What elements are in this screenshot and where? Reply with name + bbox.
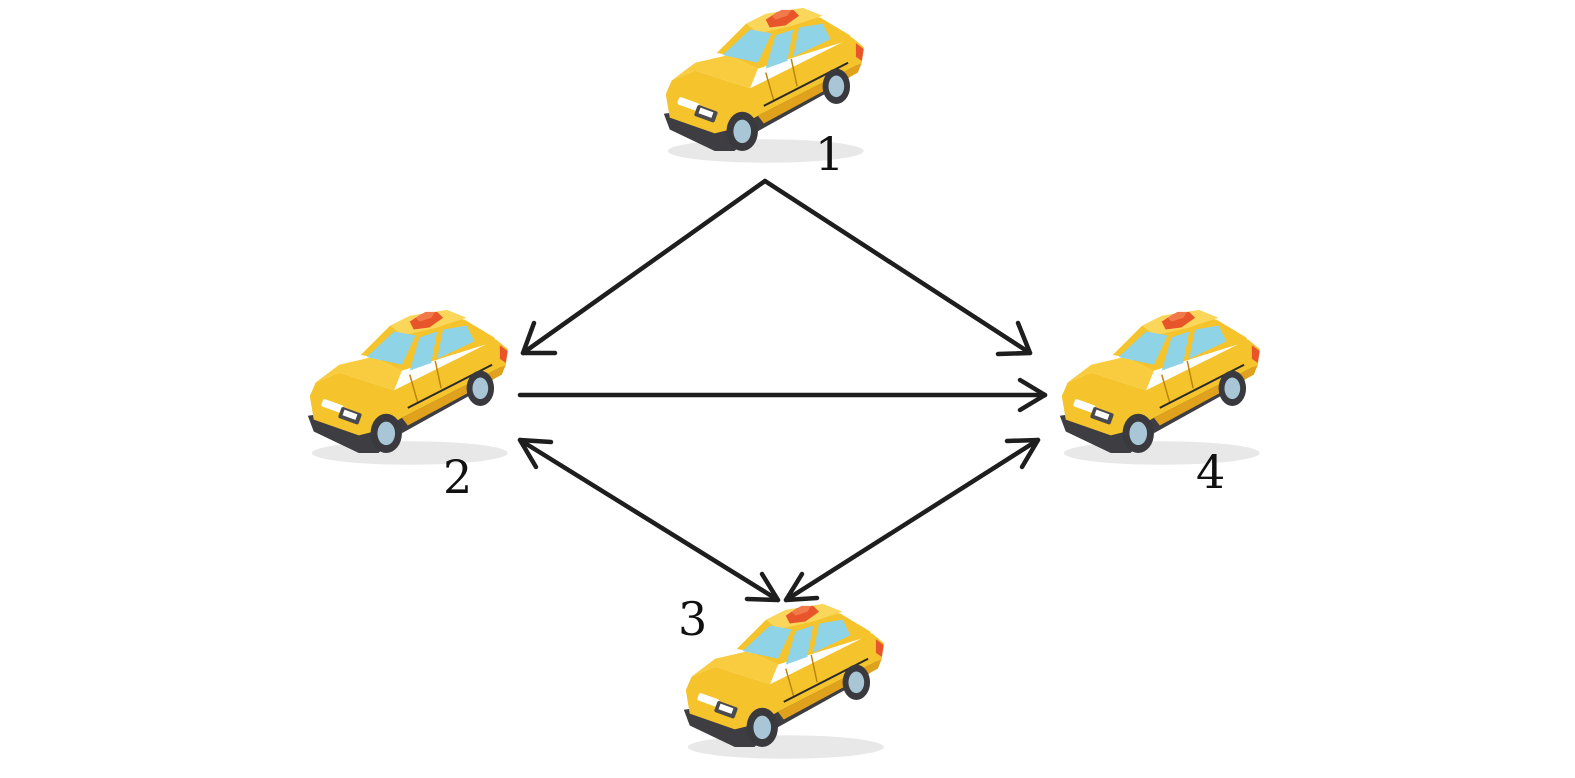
arrowhead bbox=[995, 320, 1033, 357]
edge-1-to-2 bbox=[520, 178, 768, 356]
edge-2-to-4 bbox=[517, 377, 1048, 413]
arrowhead bbox=[1017, 377, 1048, 413]
node-2: 2 bbox=[306, 308, 509, 504]
arrowhead bbox=[1004, 437, 1041, 470]
node-label: 2 bbox=[443, 450, 472, 504]
arrowhead bbox=[783, 571, 820, 603]
node-1: 1 bbox=[662, 6, 865, 181]
node-3: 3 bbox=[678, 592, 885, 760]
node-label: 1 bbox=[815, 127, 844, 181]
node-4: 4 bbox=[1058, 308, 1261, 499]
taxi-icon bbox=[306, 308, 509, 466]
node-label: 4 bbox=[1196, 445, 1225, 499]
edge-2-to-3 bbox=[517, 437, 781, 603]
arrowhead bbox=[517, 437, 554, 470]
edge-4-to-3 bbox=[783, 437, 1041, 603]
arrowhead bbox=[744, 571, 781, 603]
edge-1-to-4 bbox=[762, 178, 1033, 357]
arrowhead bbox=[520, 320, 558, 356]
node-label: 3 bbox=[678, 592, 707, 646]
edges bbox=[517, 178, 1048, 603]
taxi-icon bbox=[682, 602, 885, 760]
taxi-icon bbox=[1058, 308, 1261, 466]
